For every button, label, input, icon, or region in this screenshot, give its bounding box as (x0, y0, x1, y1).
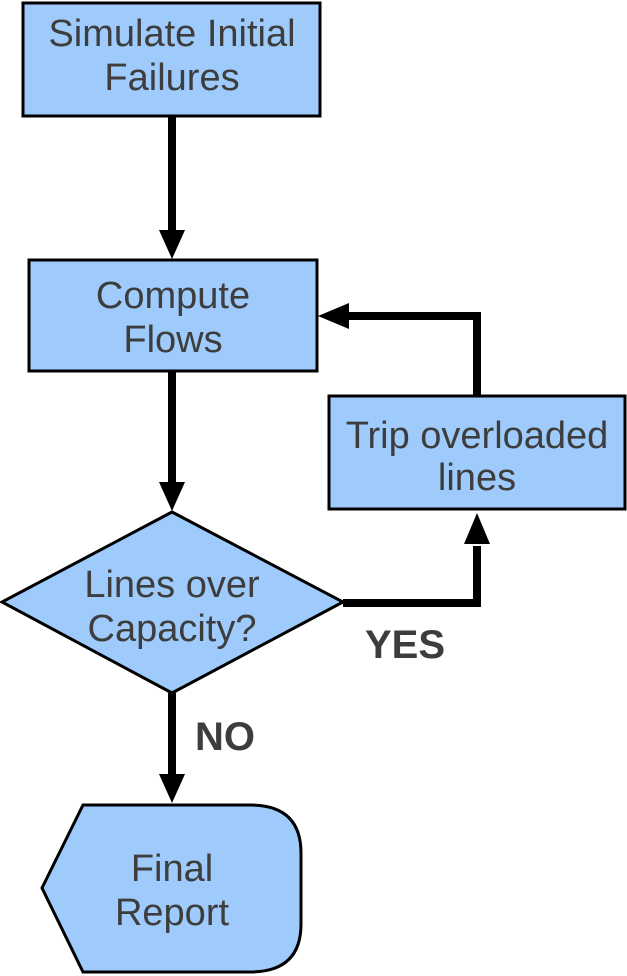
arrowhead-down-icon (159, 774, 185, 803)
decision-diamond (0, 510, 347, 695)
node-simulate-initial-failures: Simulate Initial Failures (21, 1, 322, 118)
node-trip-overloaded-lines: Trip overloaded lines (327, 394, 627, 511)
process-box (21, 1, 322, 118)
node-label-line: lines (438, 457, 516, 499)
node-label-line: Lines over (84, 564, 260, 606)
arrowhead-down-icon (159, 230, 185, 259)
edge-label-no: NO (195, 715, 255, 759)
node-compute-flows: Compute Flows (27, 258, 319, 373)
display-shape (40, 803, 303, 974)
node-label-line: Report (115, 892, 229, 934)
arrowhead-down-icon (159, 482, 185, 511)
node-label-line: Flows (123, 319, 222, 361)
arrowhead-up-icon (464, 513, 490, 544)
edge-trip-to-compute-line (347, 312, 481, 396)
node-label-line: Capacity? (88, 608, 257, 650)
edge-decision-to-final-no (159, 693, 185, 803)
node-label-line: Simulate Initial (48, 13, 295, 55)
node-label-line: Compute (96, 275, 250, 317)
edge-label-yes: YES (365, 623, 445, 667)
edge-simulate-to-compute (159, 117, 185, 259)
edge-decision-to-trip-yes (343, 513, 490, 607)
edge-trip-to-compute (318, 303, 481, 396)
process-box (27, 258, 319, 373)
process-box (327, 394, 627, 511)
edge-compute-to-decision (159, 371, 185, 511)
node-label-line: Failures (104, 57, 239, 99)
node-label-line: Trip overloaded (346, 415, 609, 457)
arrowhead-left-icon (318, 303, 349, 329)
node-lines-over-capacity: Lines over Capacity? (0, 510, 347, 695)
node-final-report: Final Report (40, 803, 303, 974)
node-label-line: Final (131, 848, 213, 890)
edge-decision-to-trip-line (343, 546, 481, 607)
